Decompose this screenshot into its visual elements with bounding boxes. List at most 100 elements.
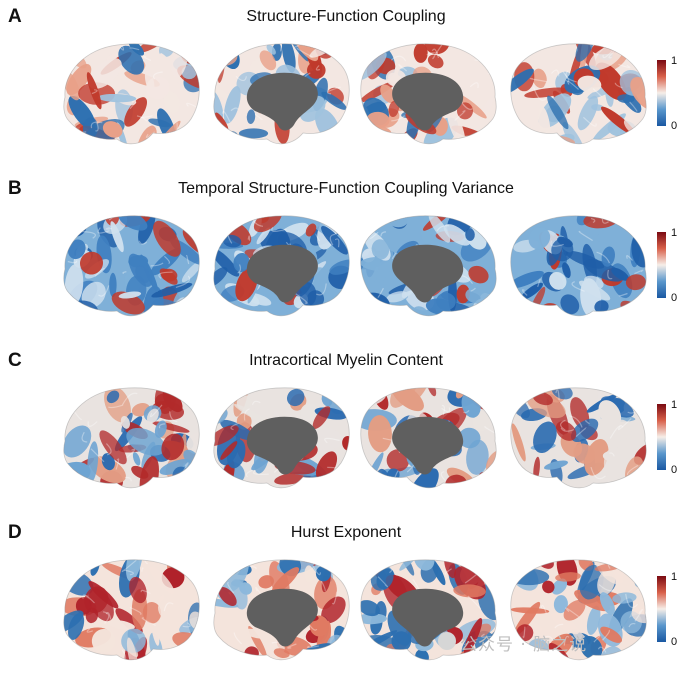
cortical-patch <box>110 221 124 253</box>
cortical-patch <box>163 91 180 113</box>
colorbar-max-label: 1 <box>671 399 678 411</box>
cortical-patch <box>135 265 151 283</box>
cortical-patch <box>74 559 84 565</box>
cortical-patch <box>97 93 137 103</box>
cortical-patch <box>617 94 635 104</box>
cortical-patch <box>149 566 175 594</box>
cortical-patch <box>213 266 228 287</box>
watermark: 公众号 · 脑之说 <box>460 635 588 655</box>
cortical-patch <box>106 390 120 404</box>
cortical-patch <box>468 265 489 284</box>
cortical-patch <box>63 425 92 458</box>
cortical-patch <box>305 223 317 237</box>
cortical-patch <box>528 227 551 250</box>
cortical-patch <box>577 75 602 93</box>
cortical-patch <box>154 420 167 438</box>
cortical-patch <box>603 447 629 485</box>
cortical-patch <box>586 605 601 635</box>
cortical-patch <box>456 102 474 120</box>
panel-d: D Hurst Exponent 1 0 <box>0 516 692 686</box>
cortical-patch <box>253 215 282 233</box>
cortical-patch <box>544 460 568 470</box>
panel-title: Temporal Structure-Function Coupling Var… <box>178 180 514 197</box>
cortical-patch <box>446 105 466 144</box>
cortical-patch <box>238 128 269 139</box>
cortical-patch <box>222 234 242 248</box>
cortical-patch <box>472 559 495 568</box>
cortical-patch <box>151 282 193 298</box>
cortical-patch <box>70 559 80 575</box>
cortical-patch <box>128 43 145 56</box>
panel-title: Structure-Function Coupling <box>246 8 446 25</box>
cortical-patch <box>321 226 348 255</box>
cortical-patch <box>84 586 109 614</box>
cortical-patch <box>630 215 647 235</box>
cortical-patch <box>390 134 409 144</box>
cortical-patch <box>580 635 603 660</box>
cortical-patch <box>575 43 595 62</box>
cortical-patch <box>101 453 115 471</box>
cortical-patch <box>600 626 622 643</box>
cortical-patch <box>547 95 569 130</box>
medial-wall <box>392 72 464 131</box>
colorbar <box>657 232 666 298</box>
colorbar <box>657 576 666 642</box>
cortical-patch <box>511 423 526 462</box>
cortical-patch <box>118 291 142 299</box>
cortical-patch <box>142 602 162 624</box>
cortical-patch <box>86 72 102 110</box>
cortical-patch <box>510 568 550 586</box>
cortical-patch <box>254 397 269 416</box>
cortical-patch <box>118 215 148 231</box>
left-medial-view <box>213 559 350 661</box>
cortical-patch <box>360 613 387 625</box>
cortical-patch <box>480 387 497 404</box>
cortical-patch <box>159 459 192 475</box>
cortical-patch <box>80 559 95 569</box>
cortical-patch <box>563 599 586 621</box>
cortical-patch <box>361 130 372 144</box>
cortical-patch <box>570 418 599 443</box>
cortical-patch <box>213 89 224 121</box>
cortical-patch <box>597 569 616 596</box>
cortical-patch <box>124 97 148 127</box>
cortical-patch <box>157 598 188 625</box>
cortical-patch <box>428 215 451 243</box>
cortical-patch <box>583 259 624 282</box>
cortical-patch <box>213 48 221 70</box>
cortical-patch <box>510 305 531 316</box>
cortical-patch <box>145 76 170 100</box>
cortical-patch <box>186 432 200 454</box>
panel-b: B Temporal Structure-Function Coupling V… <box>0 172 692 342</box>
cortical-patch <box>153 220 181 257</box>
cortical-patch <box>629 215 647 224</box>
colorbar-max-label: 1 <box>671 227 678 239</box>
cortical-patch <box>562 121 586 144</box>
cortical-patch <box>340 643 347 659</box>
colorbar-min-label: 0 <box>671 636 678 648</box>
cortical-patch <box>463 618 483 655</box>
cortical-patch <box>577 95 599 131</box>
right-medial-view <box>360 215 497 317</box>
cortical-patch <box>307 61 326 79</box>
cortical-patch <box>549 271 567 290</box>
cortical-patch <box>472 411 492 432</box>
cortical-patch <box>625 651 647 660</box>
panel-letter: D <box>8 522 22 543</box>
colorbar-min-label: 0 <box>671 120 678 132</box>
panel-a: A Structure-Function Coupling 1 0 <box>0 0 692 170</box>
cortical-patch <box>524 87 568 98</box>
cortical-patch <box>368 415 392 453</box>
cortical-patch <box>146 408 159 424</box>
right-lateral-view <box>510 215 647 317</box>
cortical-patch <box>259 50 277 71</box>
cortical-patch <box>427 54 444 69</box>
cortical-patch <box>510 607 550 614</box>
cortical-patch <box>517 476 538 488</box>
cortical-patch <box>629 304 647 316</box>
cortical-patch <box>64 43 83 55</box>
cortical-patch <box>612 592 637 604</box>
cortical-patch <box>453 584 486 598</box>
cortical-patch <box>271 567 300 594</box>
left-medial-view <box>213 43 350 145</box>
